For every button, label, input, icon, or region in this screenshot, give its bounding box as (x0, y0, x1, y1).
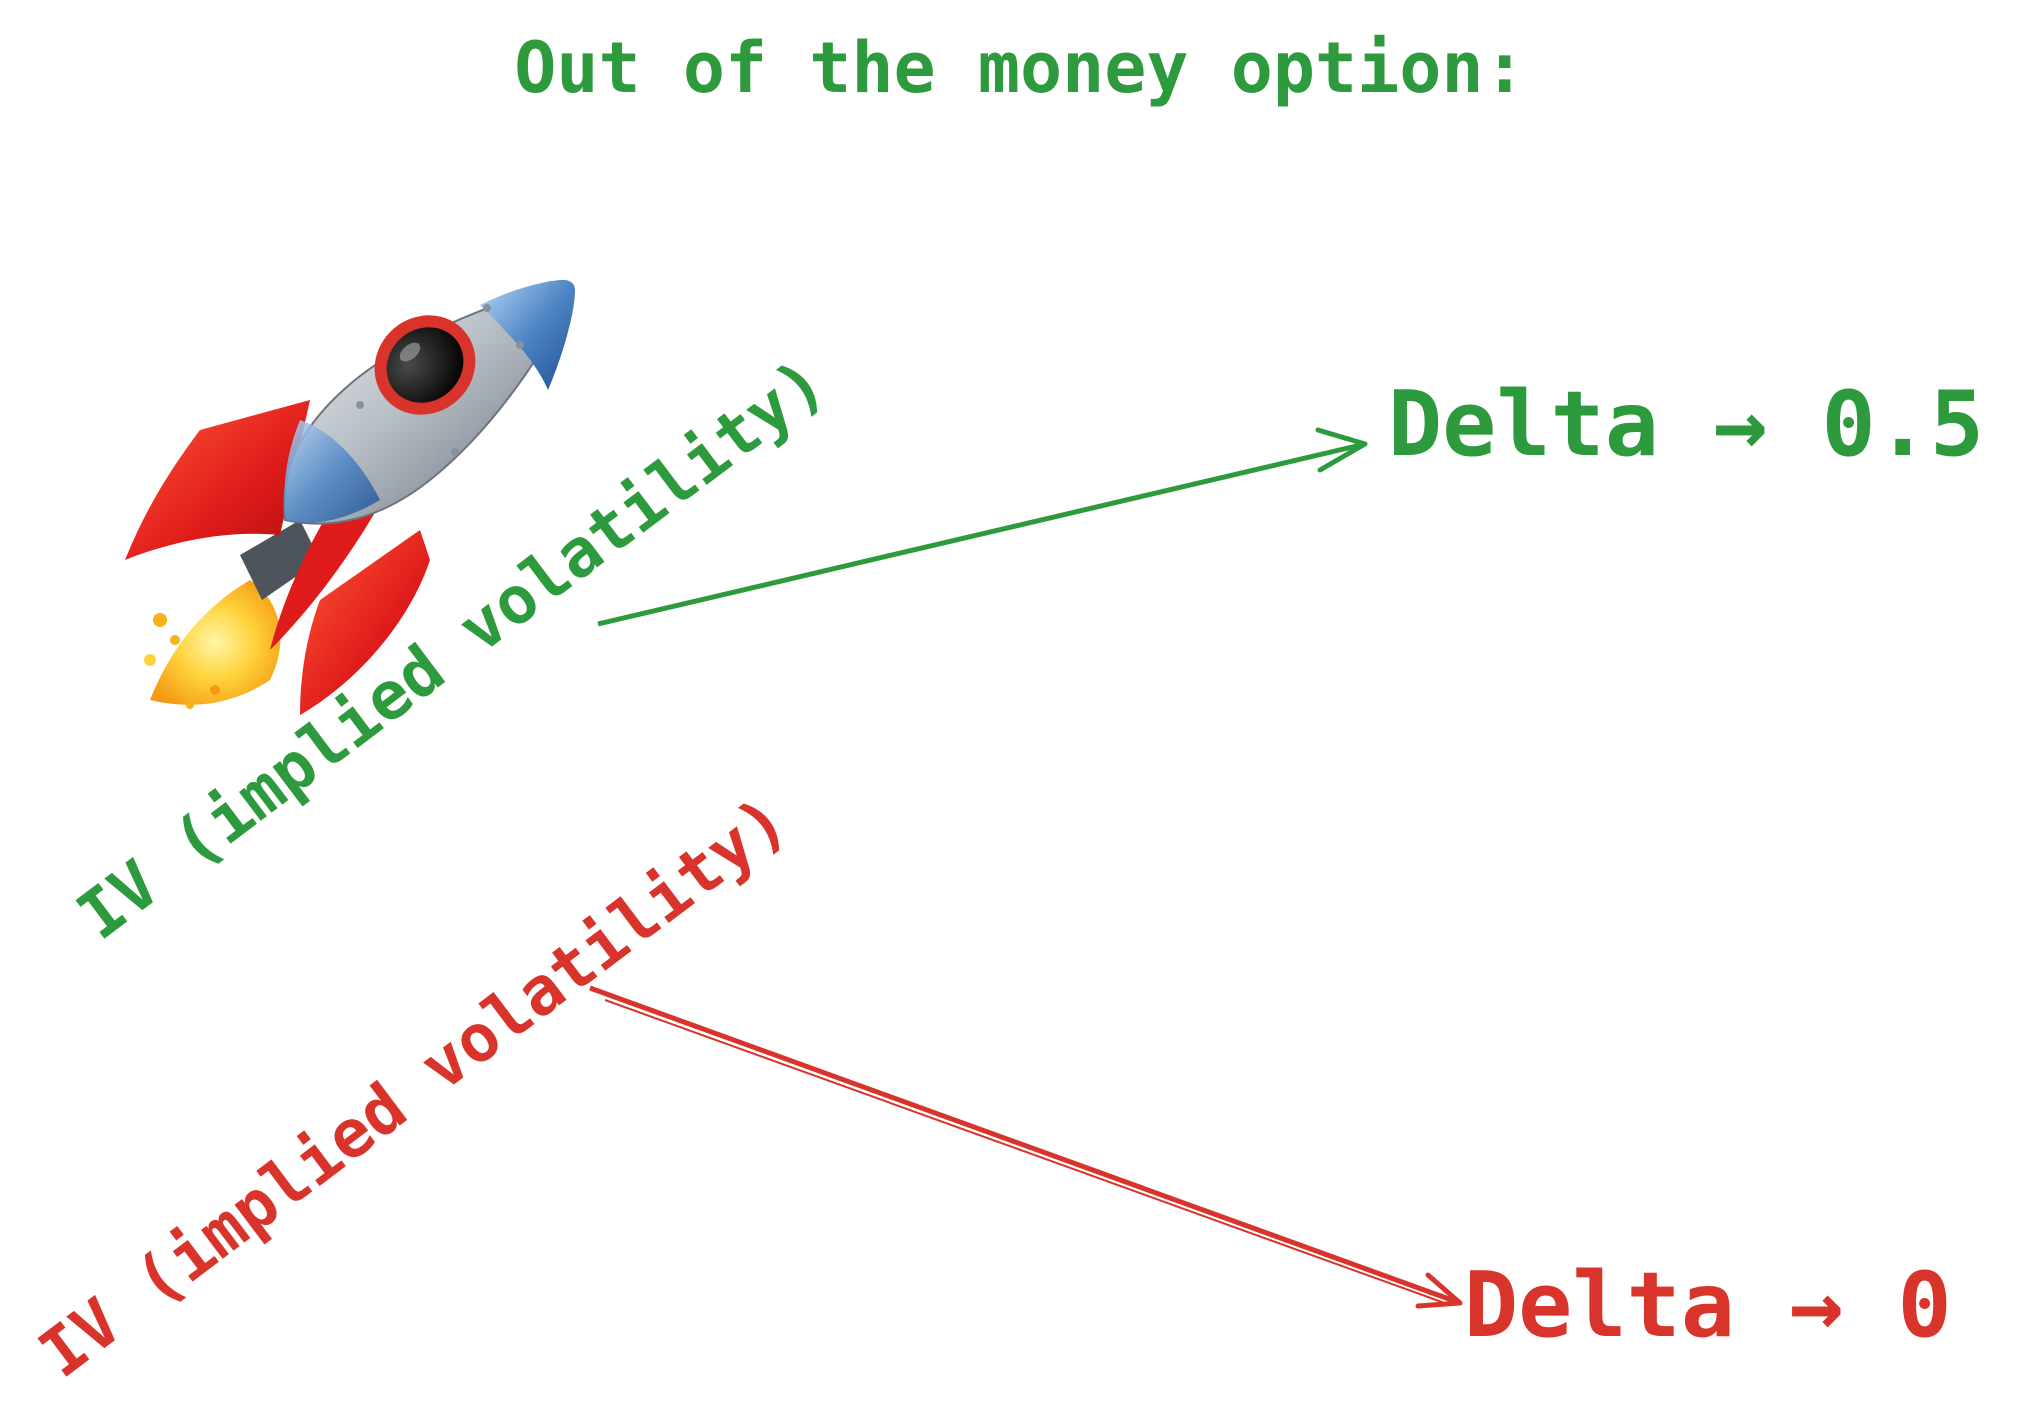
arrow-iv-down (589, 985, 1463, 1309)
delta-down-result: Delta → 0 (1464, 1253, 1952, 1358)
delta-up-result: Delta → 0.5 (1388, 372, 1984, 477)
rocket-icon (125, 279, 575, 715)
page-title: Out of the money option: (514, 27, 1525, 109)
arrow-iv-up (597, 427, 1368, 627)
